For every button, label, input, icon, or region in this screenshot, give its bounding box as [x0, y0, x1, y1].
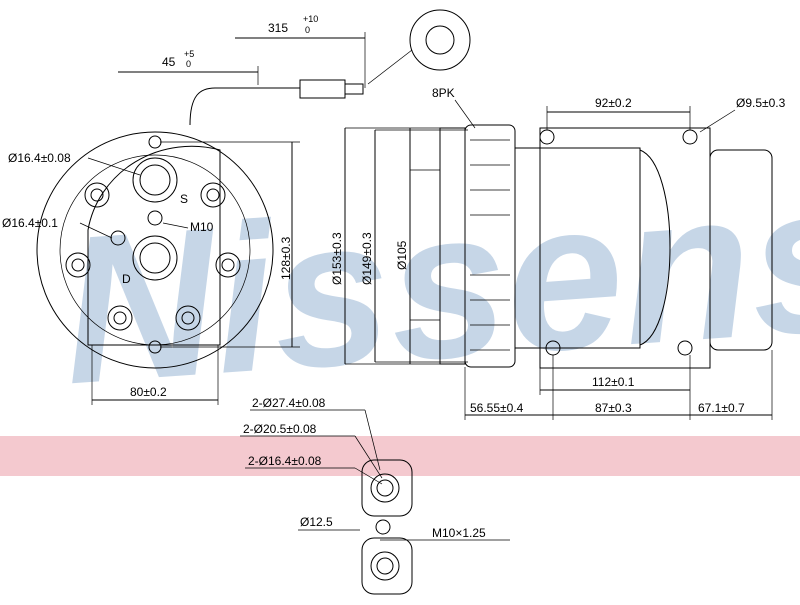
fit-12: Ø12.5 — [300, 515, 333, 529]
watermark-logo: Nissens — [55, 138, 800, 429]
dim-92: 92±0.2 — [595, 96, 632, 110]
dim-87: 87±0.3 — [595, 401, 632, 415]
fit-27: 2-Ø27.4±0.08 — [252, 396, 326, 410]
label-s: S — [180, 192, 188, 206]
label-8pk: 8PK — [432, 86, 455, 100]
dim-149: Ø149±0.3 — [360, 232, 374, 285]
dim-80: 80±0.2 — [130, 385, 167, 399]
fit-16: 2-Ø16.4±0.08 — [248, 454, 322, 468]
dim-105: Ø105 — [395, 240, 409, 270]
dim-45-tol2: 0 — [186, 59, 191, 69]
pink-band — [0, 436, 800, 476]
front-view — [36, 9, 471, 405]
dim-112: 112±0.1 — [592, 375, 635, 389]
dim-315: 315 — [268, 21, 288, 35]
dim-128: 128±0.3 — [279, 236, 293, 280]
label-m10: M10 — [190, 220, 214, 234]
side-view — [344, 99, 773, 420]
dimension-labels: 315 +10 0 45 +5 0 8PK 92±0.2 Ø9.5±0.3 Ø1… — [2, 14, 786, 415]
dim-56: 56.55±0.4 — [470, 401, 524, 415]
dim-45: 45 — [162, 55, 176, 69]
dim-9-5: Ø9.5±0.3 — [736, 96, 786, 110]
dim-16-4a: Ø16.4±0.08 — [8, 151, 71, 165]
fitting-detail — [240, 409, 510, 595]
dim-67: 67.1±0.7 — [698, 401, 745, 415]
fitting-labels: 2-Ø27.4±0.08 2-Ø20.5±0.08 2-Ø16.4±0.08 Ø… — [243, 396, 486, 540]
dim-16-4b: Ø16.4±0.1 — [2, 216, 58, 230]
dim-315-tol2: 0 — [305, 25, 310, 35]
fit-m10: M10×1.25 — [432, 526, 486, 540]
fit-20: 2-Ø20.5±0.08 — [243, 422, 317, 436]
label-d: D — [122, 272, 131, 286]
dim-45-tol: +5 — [184, 49, 194, 59]
dim-315-tol: +10 — [303, 14, 318, 24]
dim-153: Ø153±0.3 — [330, 232, 344, 285]
